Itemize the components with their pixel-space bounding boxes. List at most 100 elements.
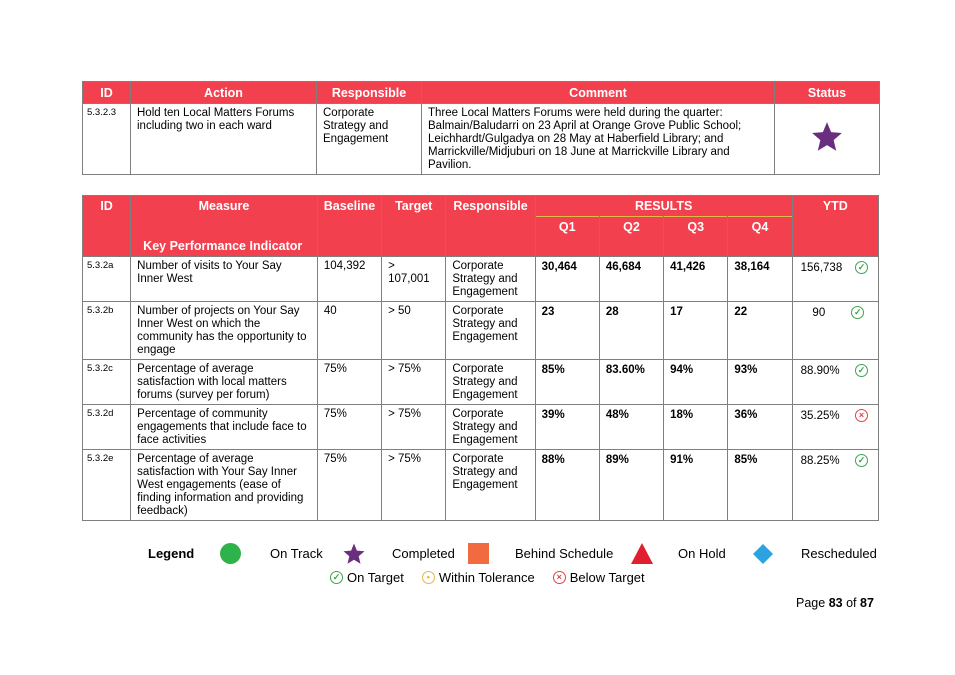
q4-header: Q4 — [727, 216, 793, 257]
below-target-icon: × — [855, 409, 868, 422]
kpi-q1: 39% — [534, 404, 600, 450]
header-responsible: Responsible — [316, 81, 422, 104]
kpi-q3: 41,426 — [663, 256, 729, 302]
kpi-q4: 22 — [727, 301, 793, 360]
ytd-value-wrap: 35.25% × — [793, 405, 878, 422]
kpi-baseline: 75% — [316, 404, 383, 450]
q1-header: Q1 — [534, 216, 600, 257]
kpi-measure: Number of projects on Your Say Inner Wes… — [130, 301, 318, 360]
on-target-icon: ✓ — [855, 364, 868, 377]
ytd-value: 156,738 — [800, 261, 843, 274]
kpi-subheader-row: Key Performance Indicator Q1 Q2 Q3 Q4 — [81, 216, 880, 257]
ytd-value: 88.25% — [800, 454, 840, 467]
kpi-responsible: Corporate Strategy and Engagement — [445, 449, 536, 521]
kpi-target: > 50 — [381, 301, 447, 360]
ytd-value-wrap: 156,738✓ — [793, 257, 878, 274]
action-comment: Three Local Matters Forums were held dur… — [421, 103, 775, 175]
kpi-header-target: Target — [381, 195, 447, 216]
q2-header: Q2 — [598, 216, 665, 257]
circle-icon — [220, 543, 241, 564]
kpi-responsible: Corporate Strategy and Engagement — [445, 404, 536, 450]
kpi-header-responsible: Responsible — [445, 195, 536, 216]
kpi-ytd: 88.25% ✓ — [791, 449, 880, 521]
within-tolerance-icon: • — [421, 571, 435, 584]
header-action: Action — [130, 81, 317, 104]
ytd-value-wrap: 88.25% ✓ — [793, 450, 878, 467]
kpi-responsible: Corporate Strategy and Engagement — [445, 301, 536, 360]
kpi-q2: 46,684 — [598, 256, 665, 302]
kpi-baseline: 75% — [316, 359, 383, 405]
legend-behind-schedule: Behind Schedule — [515, 546, 614, 561]
kpi-q1: 85% — [534, 359, 600, 405]
kpi-baseline: 104,392 — [316, 256, 383, 302]
kpi-responsible: Corporate Strategy and Engagement — [445, 359, 536, 405]
square-icon — [468, 543, 489, 564]
kpi-target: > 107,001 — [381, 256, 447, 302]
action-responsible: Corporate Strategy and Engagement — [316, 103, 422, 175]
kpi-header-id: ID — [81, 195, 132, 216]
action-status — [774, 103, 880, 175]
kpi-q2: 89% — [598, 449, 665, 521]
legend-within-tolerance: • Within Tolerance — [421, 570, 535, 585]
kpi-q3: 91% — [663, 449, 729, 521]
q1-label: Q1 — [535, 216, 599, 237]
legend-below-target: × Below Target — [552, 570, 645, 585]
ytd-value-wrap: 90 ✓ — [793, 302, 878, 319]
kpi-q4: 38,164 — [727, 256, 793, 302]
kpi-q4: 93% — [727, 359, 793, 405]
on-target-icon: ✓ — [330, 571, 343, 584]
legend-below-target-label: Below Target — [569, 570, 645, 585]
kpi-q4: 85% — [727, 449, 793, 521]
q2-label: Q2 — [599, 216, 664, 237]
triangle-icon — [631, 543, 653, 564]
kpi-header-measure: Measure — [130, 195, 318, 216]
table-row: 5.3.2.3 Hold ten Local Matters Forums in… — [82, 103, 880, 175]
kpi-subheader-blank — [316, 216, 383, 257]
kpi-q4: 36% — [727, 404, 793, 450]
kpi-baseline: 40 — [316, 301, 383, 360]
on-target-icon: ✓ — [855, 454, 868, 467]
kpi-label: Key Performance Indicator — [130, 216, 318, 257]
kpi-ytd: 35.25% × — [791, 404, 880, 450]
header-id: ID — [82, 81, 131, 104]
ytd-value: 35.25% — [800, 409, 840, 422]
q4-label: Q4 — [728, 216, 792, 237]
kpi-q2: 28 — [598, 301, 665, 360]
kpi-subheader-blank — [445, 216, 536, 257]
ytd-value: 88.90% — [800, 364, 840, 377]
legend-completed: Completed — [392, 546, 455, 561]
page-prefix: Page — [796, 596, 826, 610]
on-target-icon: ✓ — [851, 306, 865, 319]
kpi-ytd: 88.90% ✓ — [791, 359, 880, 405]
kpi-q3: 17 — [663, 301, 729, 360]
ytd-value: 90 — [812, 306, 826, 319]
kpi-measure: Percentage of average satisfaction with … — [130, 449, 318, 521]
legend-on-hold: On Hold — [678, 546, 726, 561]
star-icon — [343, 543, 365, 564]
kpi-header-baseline: Baseline — [316, 195, 383, 216]
kpi-target: > 75% — [381, 449, 447, 521]
legend-on-track: On Track — [270, 546, 323, 561]
kpi-responsible: Corporate Strategy and Engagement — [445, 256, 536, 302]
kpi-q1: 23 — [534, 301, 600, 360]
kpi-q1: 88% — [534, 449, 600, 521]
q3-label: Q3 — [664, 216, 728, 237]
kpi-subheader-blank — [81, 216, 132, 257]
kpi-header-row: ID Measure Baseline Target Responsible R… — [81, 195, 880, 216]
action-text: Hold ten Local Matters Forums including … — [130, 103, 317, 175]
legend: Legend On Track Completed Behind Schedul… — [82, 540, 879, 568]
kpi-q2: 83.60% — [598, 359, 665, 405]
kpi-subheader-blank — [381, 216, 447, 257]
legend-on-target: ✓ On Target — [330, 570, 404, 585]
star-icon — [812, 121, 842, 151]
kpi-id: 5.3.2b — [81, 301, 132, 360]
kpi-header-results: RESULTS — [534, 195, 793, 216]
legend-rescheduled: Rescheduled — [801, 546, 877, 561]
kpi-measure: Percentage of average satisfaction with … — [130, 359, 318, 405]
kpi-measure: Percentage of community engagements that… — [130, 404, 318, 450]
